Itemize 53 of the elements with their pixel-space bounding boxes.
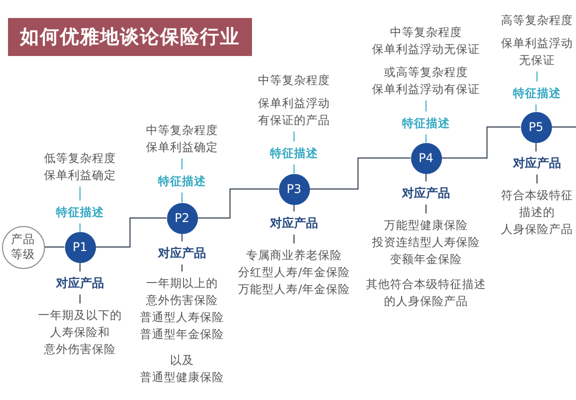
level-circle: P3: [278, 174, 310, 204]
description-text: 中等复杂程度保单利益浮动无保证: [372, 24, 480, 58]
connector-line: [536, 72, 538, 82]
connector-line: [425, 134, 427, 142]
product-list: 以及普通型健康保险: [140, 352, 224, 386]
connector-line: [44, 246, 64, 248]
connector-line: [425, 204, 427, 214]
description-text: 中等复杂程度保单利益确定: [146, 122, 218, 156]
label-circle: 产品等级: [2, 226, 44, 268]
product-heading: 对应产品: [402, 184, 450, 202]
description-text: 保单利益浮动无保证: [501, 34, 573, 68]
description-text: 保单利益浮动有保证的产品: [258, 94, 330, 128]
product-list: 符合本级特征描述的人身保险产品: [501, 186, 573, 238]
product-list: 一年期及以下的人寿保险和意外伤害保险: [38, 306, 122, 358]
connector-line: [79, 224, 81, 232]
feature-heading: 特征描述: [56, 204, 104, 220]
description-text: 低等复杂程度保单利益确定: [44, 150, 116, 184]
connector-line: [293, 132, 295, 142]
level-circle: P5: [520, 112, 552, 142]
product-list: 一年期以上的意外伤害保险普通型人寿保险普通型年金保险: [140, 274, 224, 342]
level-circle: P2: [166, 202, 198, 234]
connector-line: [442, 126, 520, 159]
feature-heading: 特征描述: [402, 114, 450, 132]
connector-line: [293, 164, 295, 174]
connector-line: [181, 264, 183, 272]
feature-heading: 特征描述: [513, 84, 561, 102]
connector-line: [181, 158, 183, 170]
product-heading: 对应产品: [270, 214, 318, 232]
connector-line: [198, 188, 278, 219]
feature-heading: 特征描述: [158, 172, 206, 190]
product-heading: 对应产品: [513, 154, 561, 172]
connector-line: [310, 157, 410, 190]
connector-line: [536, 174, 538, 184]
description-text: 高等复杂程度: [501, 12, 573, 28]
connector-line: [79, 186, 81, 200]
feature-heading: 特征描述: [270, 144, 318, 162]
product-list: 万能型健康保险投资连结型人寿保险变额年金保险: [366, 216, 486, 268]
product-list: 专属商业养老保险分红型人寿/年金保险万能型人寿/年金保险: [238, 246, 350, 298]
connector-line: [293, 234, 295, 244]
product-heading: 对应产品: [56, 274, 104, 292]
product-heading: 对应产品: [158, 244, 206, 262]
connector-line: [535, 104, 537, 112]
connector-line: [181, 192, 183, 202]
title-banner: 如何优雅地谈论保险行业: [8, 18, 252, 56]
level-circle: P1: [64, 232, 96, 262]
connector-line: [552, 126, 576, 128]
level-circle: P4: [410, 142, 442, 174]
connector-line: [425, 100, 427, 112]
connector-line: [79, 294, 81, 304]
description-text: 中等复杂程度: [258, 72, 330, 88]
description-text: 或高等复杂程度保单利益浮动有保证: [372, 64, 480, 98]
product-list: 其他符合本级特征描述的人身保险产品: [366, 276, 486, 310]
connector-line: [96, 217, 166, 248]
